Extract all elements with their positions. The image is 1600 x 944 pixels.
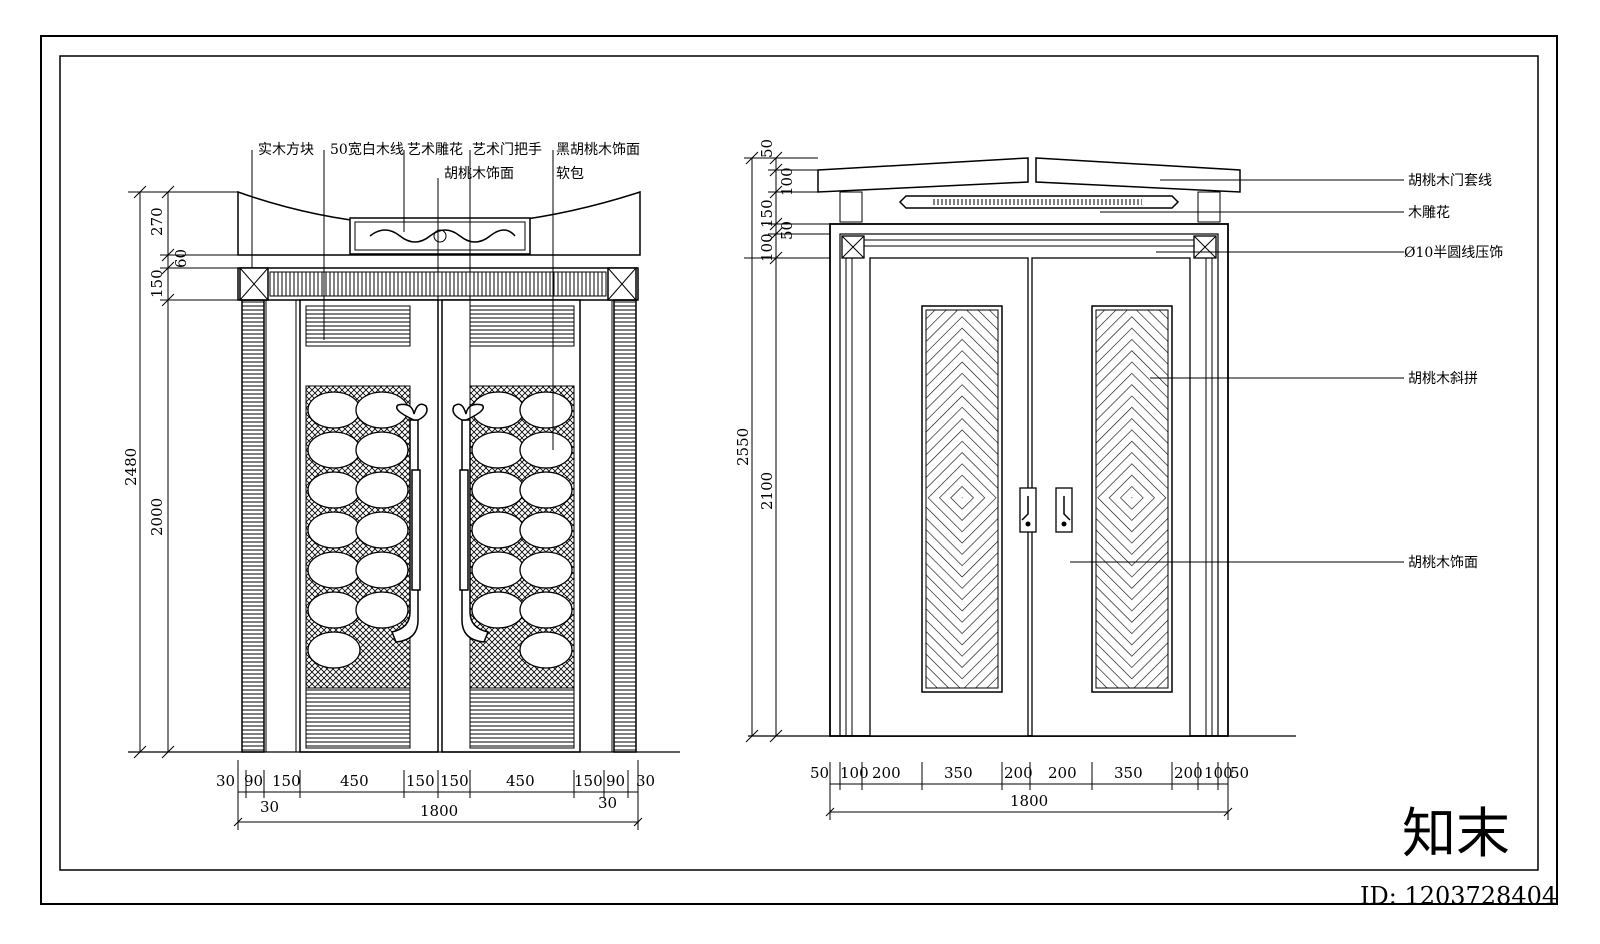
dim-right-door-height: 2100 <box>758 472 776 510</box>
dim-right-row1-5: 200 <box>1048 764 1077 782</box>
right-door-elevation: 胡桃木门套线 木雕花 Ø10半圆线压饰 胡桃木斜拼 胡桃木饰面 2550 210… <box>734 139 1503 820</box>
callout-black-walnut: 黑胡桃木饰面 <box>556 142 640 158</box>
dim-left-row1-9: 30 <box>636 772 655 790</box>
dim-left-row1-2: 150 <box>272 772 301 790</box>
dim-right-d50: 50 <box>758 139 776 158</box>
right-diagonal-panel-left <box>921 305 1003 693</box>
dim-left-row1-8: 90 <box>606 772 625 790</box>
outer-border <box>40 35 1558 905</box>
callout-art-handle: 艺术门把手 <box>472 142 542 158</box>
callout-walnut-veneer-right: 胡桃木饰面 <box>1408 555 1478 571</box>
dim-right-row1-3: 350 <box>944 764 973 782</box>
callout-walnut-diagonal: 胡桃木斜拼 <box>1408 371 1478 387</box>
left-door-elevation: 实木方块 50宽白木线 艺术雕花 艺术门把手 黑胡桃木饰面 胡桃木饰面 软包 2… <box>122 141 680 830</box>
callout-wood-carving: 木雕花 <box>1408 205 1450 221</box>
callout-half-round: Ø10半圆线压饰 <box>1404 245 1503 261</box>
right-art-handle <box>452 403 490 643</box>
callout-walnut-casing: 胡桃木门套线 <box>1408 173 1492 189</box>
dim-left-lintel: 150 <box>148 269 166 298</box>
dim-right-row1-4: 200 <box>1004 764 1033 782</box>
right-casing-top-right <box>1035 157 1241 193</box>
right-casing-top-left <box>817 157 1029 193</box>
dim-left-door-height: 2000 <box>148 498 166 536</box>
dim-right-total-height: 2550 <box>734 428 752 466</box>
dim-right-row1-8: 100 <box>1204 764 1233 782</box>
dim-left-row1-3: 450 <box>340 772 369 790</box>
left-corner-block <box>239 267 269 301</box>
dim-left-row1-4: 150 <box>406 772 435 790</box>
left-carving-panel <box>349 217 531 255</box>
dim-right-total-width: 1800 <box>1010 792 1048 810</box>
callout-art-carving: 艺术雕花 <box>407 142 463 158</box>
callout-soft-pack: 软包 <box>556 166 584 182</box>
watermark-logo: 知末 <box>1402 802 1510 865</box>
dim-right-row1-1: 100 <box>840 764 869 782</box>
callout-solid-wood-block: 实木方块 <box>258 142 314 158</box>
dim-left-total-width: 1800 <box>420 802 458 820</box>
dim-left-row1-6: 450 <box>506 772 535 790</box>
dim-right-d50b: 50 <box>778 221 796 240</box>
left-art-handle <box>390 403 428 643</box>
watermark-id: ID: 1203728404 <box>1360 882 1557 910</box>
dim-right-row1-0: 50 <box>810 764 829 782</box>
right-outer-pillar <box>613 299 637 753</box>
callout-white-wood-line: 50宽白木线 <box>330 141 404 158</box>
dim-left-row1-5: 150 <box>440 772 469 790</box>
dim-right-d100b: 100 <box>758 233 776 262</box>
dim-left-60: 60 <box>172 249 190 268</box>
right-corner-block <box>607 267 637 301</box>
inner-border <box>59 55 1539 871</box>
dim-left-total-height: 2480 <box>122 448 140 486</box>
dim-left-top: 270 <box>148 207 166 236</box>
dim-left-row1-7: 150 <box>574 772 603 790</box>
dim-right-row1-7: 200 <box>1174 764 1203 782</box>
dim-right-d150: 150 <box>758 199 776 228</box>
dim-right-row1-6: 350 <box>1114 764 1143 782</box>
dim-left-row1-1: 90 <box>244 772 263 790</box>
dim-left-30-right: 30 <box>598 794 617 812</box>
dim-right-d100: 100 <box>778 167 796 196</box>
right-corner-block-left <box>841 235 865 259</box>
right-corner-block-right <box>1193 235 1217 259</box>
callout-walnut-veneer: 胡桃木饰面 <box>444 166 514 182</box>
dim-right-row1-9: 50 <box>1230 764 1249 782</box>
right-door-handle-left <box>1019 487 1037 533</box>
right-diagonal-panel-right <box>1091 305 1173 693</box>
right-door-handle-right <box>1055 487 1073 533</box>
dim-left-row1-0: 30 <box>216 772 235 790</box>
left-outer-pillar <box>241 299 265 753</box>
dim-left-30-left: 30 <box>260 798 279 816</box>
dim-right-row1-2: 200 <box>872 764 901 782</box>
